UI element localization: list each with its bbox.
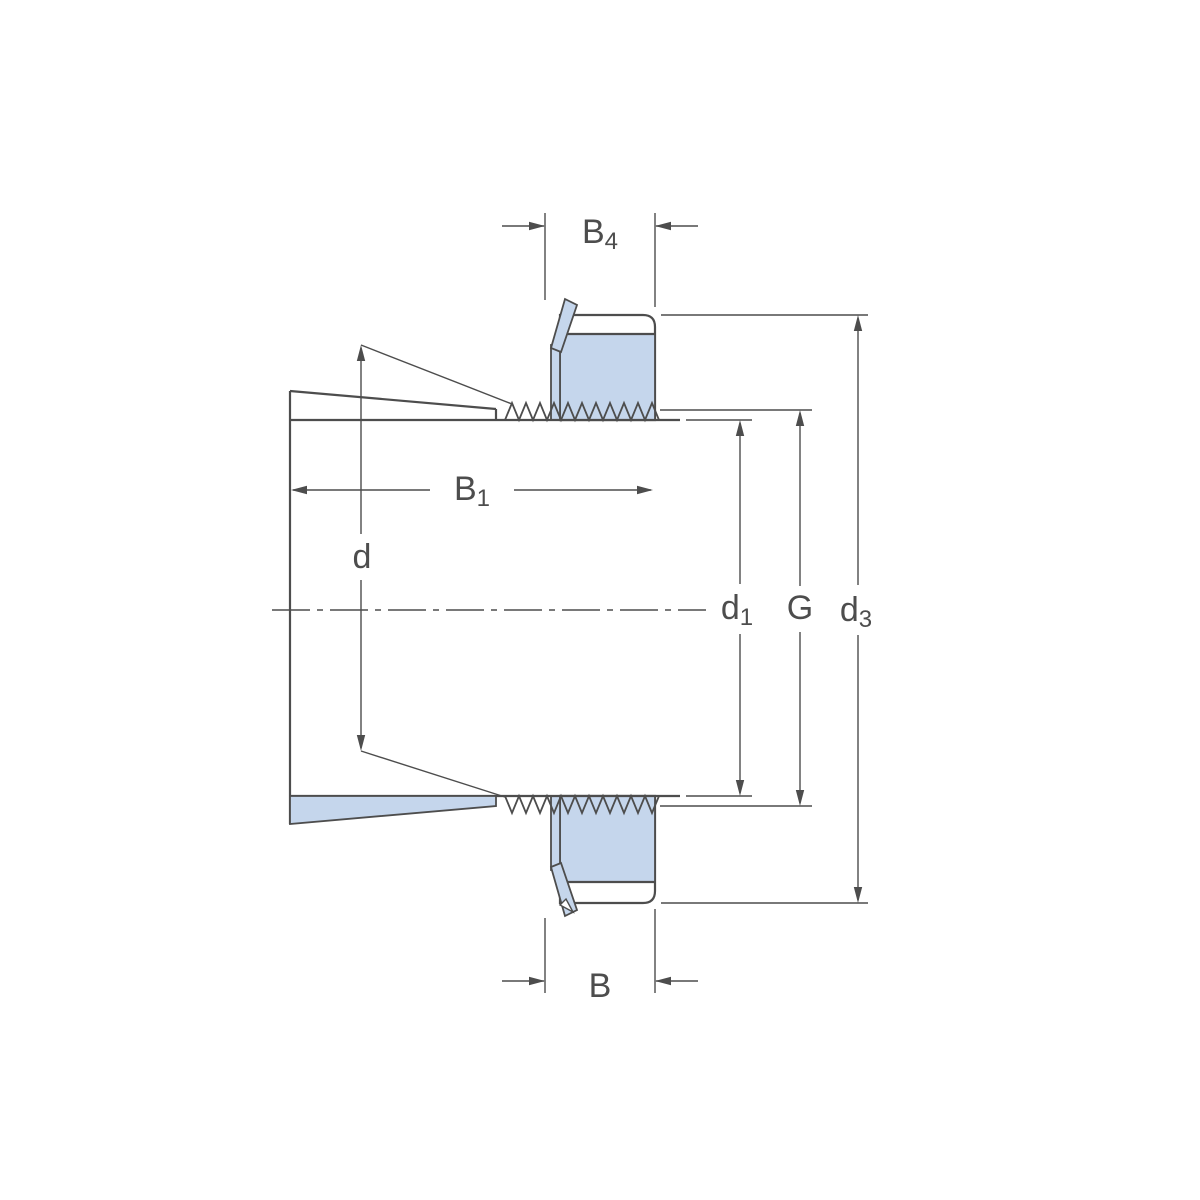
dimension-d3: d3 (661, 314, 872, 904)
arrowhead (795, 410, 805, 426)
label-g: G (787, 589, 813, 627)
arrowhead (529, 976, 545, 986)
label-d: d (353, 538, 372, 576)
arrowhead (356, 735, 366, 751)
washer-tab-notch (558, 897, 575, 914)
lock-washer-tab-bottom (549, 861, 579, 918)
thread-profile-bottom (504, 793, 660, 816)
label-d3: d3 (840, 591, 872, 633)
arrowhead (735, 420, 745, 436)
label-b1: B1 (454, 470, 490, 512)
arrowhead (853, 315, 863, 331)
arrowhead (735, 780, 745, 796)
arrowhead (655, 221, 671, 231)
dimension-b1: B1 (291, 470, 653, 512)
tapered-sleeve-section (289, 795, 497, 825)
witness-line (360, 344, 513, 405)
arrowhead (853, 887, 863, 903)
dimension-d1: d1 (686, 419, 753, 797)
arrowhead (356, 345, 366, 361)
top-locknut-assembly (549, 297, 657, 422)
dimension-b4: B4 (502, 213, 698, 307)
taper-surface-top (289, 389, 497, 411)
lock-washer-tab-top (549, 297, 579, 354)
arrowhead (529, 221, 545, 231)
thread-profile-top (504, 400, 660, 423)
label-b4: B4 (582, 213, 618, 255)
witness-line (360, 750, 506, 798)
sleeve-body (288, 389, 680, 825)
dimension-g: G (660, 409, 813, 807)
dimension-d: d (353, 344, 513, 798)
label-d1: d1 (721, 589, 753, 631)
arrowhead (637, 485, 653, 495)
arrowhead (795, 790, 805, 806)
label-b: B (589, 967, 612, 1005)
arrowhead (655, 976, 671, 986)
arrowhead (291, 485, 307, 495)
dimension-b: B (502, 909, 698, 1005)
bottom-locknut-assembly (549, 794, 657, 918)
